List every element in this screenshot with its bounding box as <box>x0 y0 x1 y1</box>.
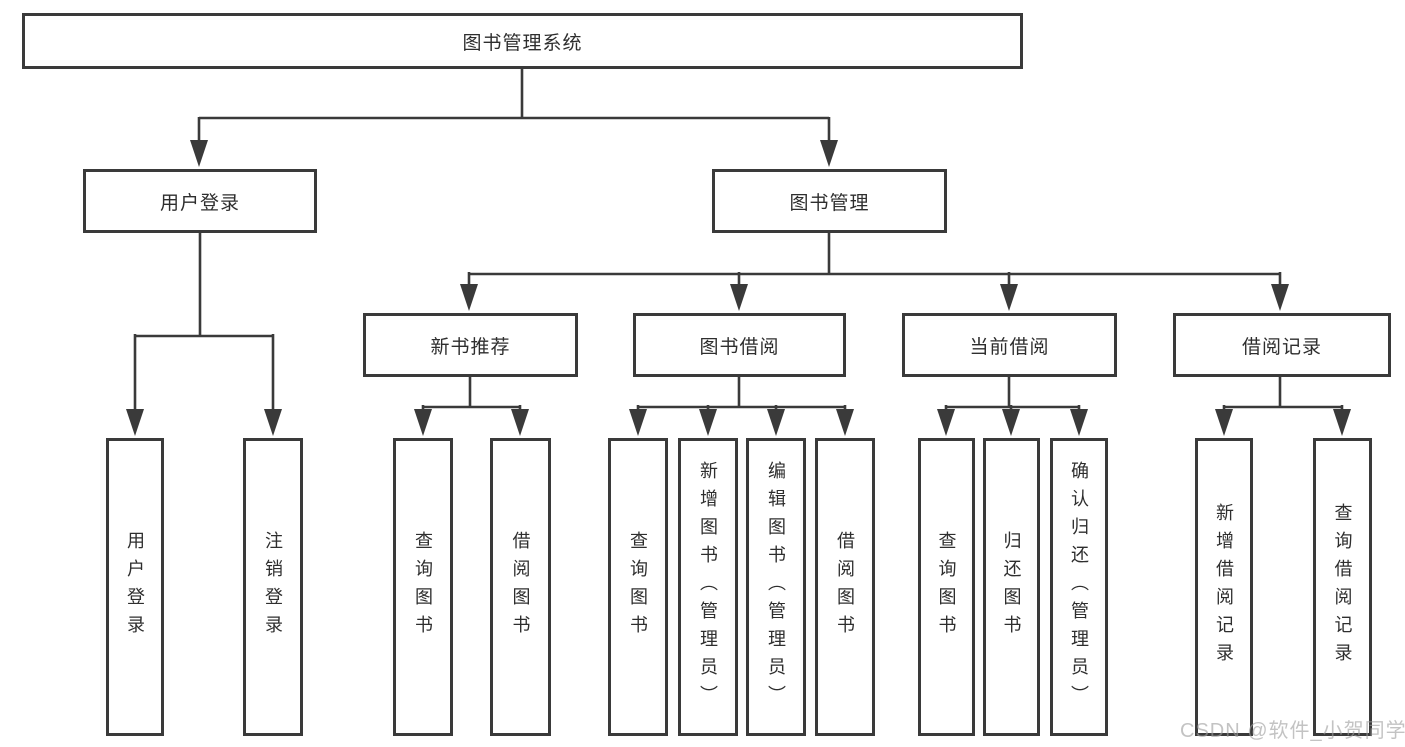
node-label: 图书管理 <box>789 192 870 214</box>
leaf-records-query-record: 查询借阅记录 <box>1313 438 1372 736</box>
node-label: 借阅记录 <box>1241 336 1322 358</box>
node-label: 确认归还（管理员） <box>1069 461 1089 713</box>
node-label: 新书推荐 <box>430 336 511 358</box>
node-label: 编辑图书（管理员） <box>766 461 786 713</box>
node-label: 注销登录 <box>263 531 283 643</box>
node-label: 新增图书（管理员） <box>698 461 718 713</box>
leaf-recommend-borrow-books: 借阅图书 <box>490 438 551 736</box>
leaf-current-return-books: 归还图书 <box>983 438 1040 736</box>
node-label: 用户登录 <box>125 531 145 643</box>
leaf-logout: 注销登录 <box>243 438 303 736</box>
node-label: 查询图书 <box>628 531 648 643</box>
leaf-records-add-record: 新增借阅记录 <box>1195 438 1253 736</box>
node-label: 借阅图书 <box>835 531 855 643</box>
node-current-borrow: 当前借阅 <box>902 313 1117 377</box>
csdn-watermark: CSDN @软件_小贺同学 <box>1180 720 1405 742</box>
node-new-book-recommend: 新书推荐 <box>363 313 578 377</box>
leaf-borrow-add-books-admin: 新增图书（管理员） <box>678 438 738 736</box>
leaf-recommend-query-books: 查询图书 <box>393 438 453 736</box>
leaf-current-confirm-return-admin: 确认归还（管理员） <box>1050 438 1108 736</box>
leaf-borrow-query-books: 查询图书 <box>608 438 668 736</box>
node-label: 查询图书 <box>936 531 957 643</box>
node-label: 新增借阅记录 <box>1214 503 1234 671</box>
node-user-login: 用户登录 <box>83 169 317 233</box>
node-label: 归还图书 <box>1001 531 1022 643</box>
node-book-management: 图书管理 <box>712 169 947 233</box>
node-book-borrow: 图书借阅 <box>633 313 846 377</box>
leaf-borrow-edit-books-admin: 编辑图书（管理员） <box>746 438 806 736</box>
node-label: 查询借阅记录 <box>1332 503 1353 671</box>
node-borrow-records: 借阅记录 <box>1173 313 1391 377</box>
node-root: 图书管理系统 <box>22 13 1023 69</box>
leaf-borrow-borrow-books: 借阅图书 <box>815 438 875 736</box>
leaf-current-query-books: 查询图书 <box>918 438 975 736</box>
node-label: 用户登录 <box>159 192 240 214</box>
node-label: 图书管理系统 <box>462 32 583 54</box>
node-label: 借阅图书 <box>510 531 531 643</box>
arrowheads <box>126 140 1351 436</box>
node-label: 图书借阅 <box>699 336 780 358</box>
node-label: 查询图书 <box>413 531 433 643</box>
leaf-user-login: 用户登录 <box>106 438 164 736</box>
node-label: 当前借阅 <box>969 336 1050 358</box>
